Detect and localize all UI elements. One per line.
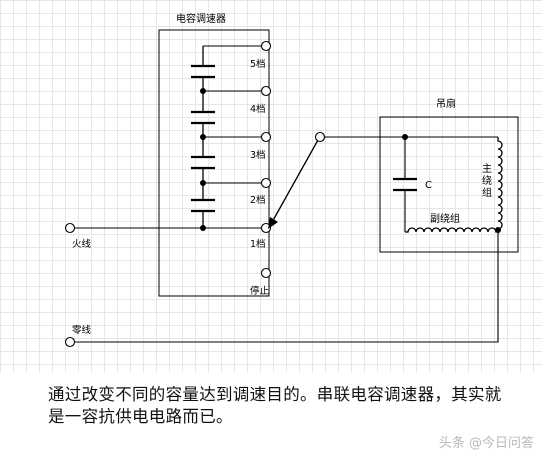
caption-text: 通过改变不同的容量达到调速目的。串联电容调速器，其实就是一容抗供电电路而已。: [48, 385, 502, 426]
capacitor-plates: [191, 64, 215, 213]
tap-wires: [72, 45, 262, 229]
fan-capacitor-plates: [393, 177, 417, 192]
position-label-5: 5档: [250, 58, 266, 70]
regulator-title: 电容调速器: [176, 12, 226, 25]
terminal-2: [260, 177, 272, 189]
fan-capacitor-label: C: [425, 180, 432, 191]
neutral-label: 零线: [72, 324, 92, 336]
terminal-5: [260, 40, 272, 52]
main-winding-label: 主 绕 组: [482, 163, 495, 199]
neutral-wire: [75, 230, 499, 343]
position-label-4: 4档: [250, 103, 266, 115]
neutral-terminal: [64, 336, 76, 348]
position-label-3: 3档: [250, 149, 266, 161]
position-label-1: 1档: [250, 238, 266, 250]
grid-background: [0, 0, 542, 372]
terminal-4: [260, 85, 272, 97]
main-winding: [497, 137, 503, 232]
junction-dots: [200, 88, 206, 231]
aux-winding: [405, 227, 499, 233]
selector-arm: [270, 139, 319, 225]
fan-title: 吊扇: [436, 97, 456, 110]
aux-winding-label: 副绕组: [430, 212, 460, 225]
live-label: 火线: [72, 238, 92, 250]
selector-pivot: [314, 131, 326, 143]
terminal-stop: [260, 267, 272, 279]
terminal-3: [260, 131, 272, 143]
regulator-box: [158, 29, 270, 297]
fan-box: [379, 116, 519, 253]
position-label-stop: 停止: [250, 285, 270, 297]
position-label-2: 2档: [250, 194, 266, 206]
watermark: 头条 @今日问答: [438, 436, 534, 451]
live-terminal: [64, 222, 76, 234]
wiring-diagram: 电容调速器 5档 4档 3档 2档: [64, 12, 519, 348]
switch-terminals: [260, 40, 272, 279]
selector-arrow: [268, 217, 278, 229]
terminal-1: [260, 222, 272, 234]
